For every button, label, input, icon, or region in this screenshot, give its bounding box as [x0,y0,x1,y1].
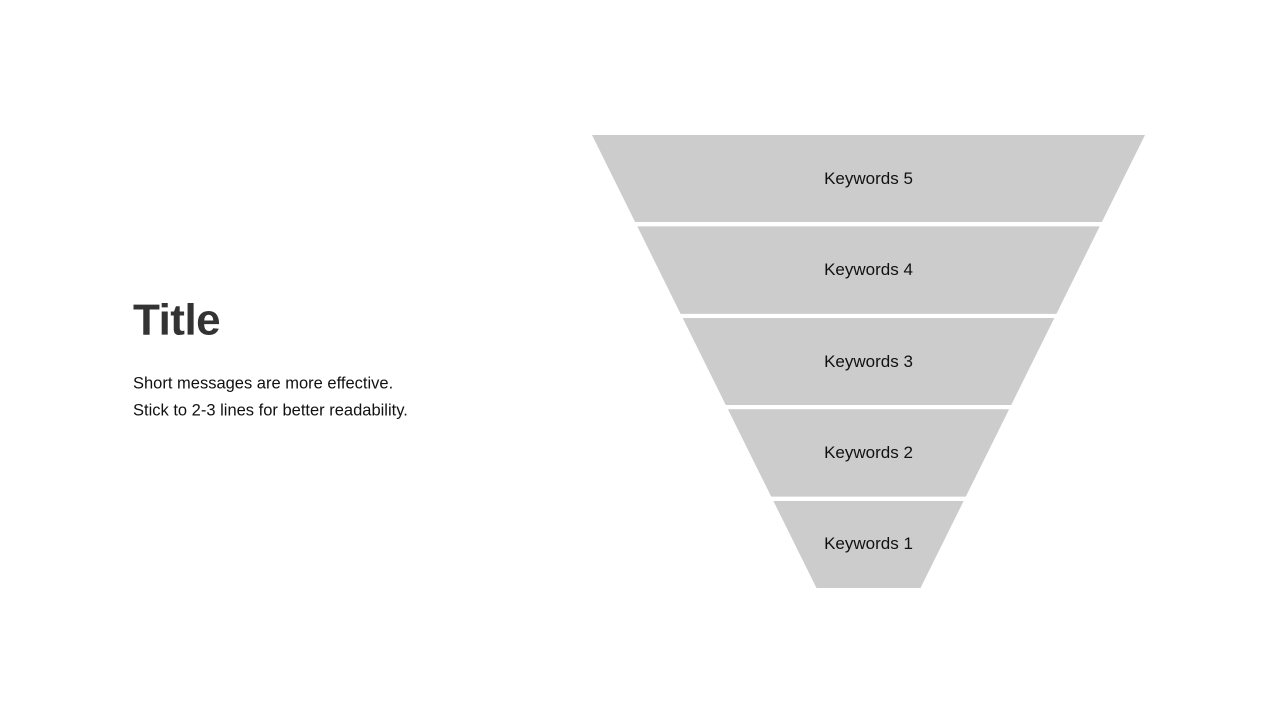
funnel-diagram: Keywords 5 Keywords 4 Keywords 3 Keywords 2… [592,135,1145,589]
body-line: Short messages are more effective. [133,374,394,393]
funnel-segment: Keywords 1 [773,500,964,589]
funnel-segment: Keywords 2 [727,409,1010,497]
text-block: Title Short messages are more effective.… [133,296,408,425]
funnel-segment: Keywords 4 [637,226,1100,314]
funnel-segment: Keywords 3 [682,317,1055,406]
body-line: Stick to 2-3 lines for better readabilit… [133,401,408,420]
slide-body: Short messages are more effective. Stick… [133,370,408,424]
funnel-segment-label: Keywords 4 [824,260,913,280]
funnel-segment-label: Keywords 3 [824,351,913,371]
funnel-segment-label: Keywords 5 [824,168,913,188]
funnel-segment: Keywords 5 [592,135,1145,223]
funnel-segment-label: Keywords 2 [824,442,913,462]
funnel-segment-label: Keywords 1 [824,534,913,554]
slide-title: Title [133,295,221,345]
